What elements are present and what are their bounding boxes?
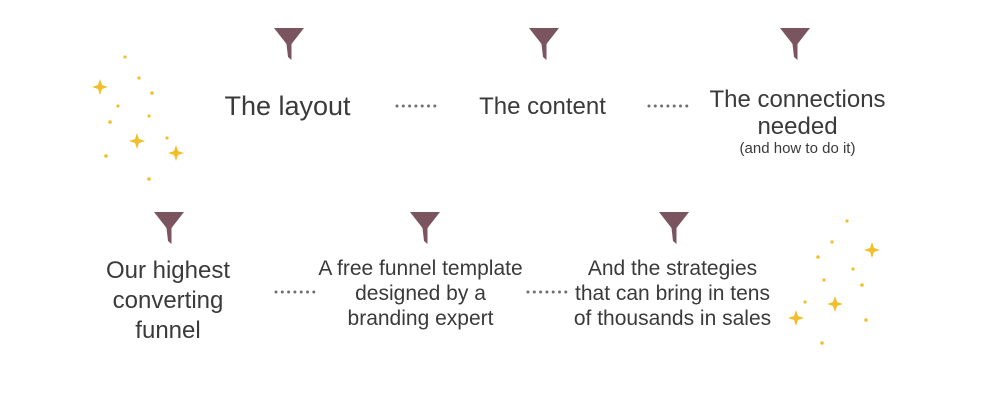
funnel-icon [410, 212, 440, 244]
funnel-icon [780, 28, 810, 60]
sparkle-icon [168, 145, 184, 161]
sparkle-icon [864, 242, 880, 258]
step-label-connections: The connections needed (and how to do it… [680, 86, 915, 158]
sparkle-icon [788, 310, 804, 326]
step-label-layout: The layout [224, 91, 351, 121]
sparkle-icon [92, 79, 108, 95]
funnel-icon [154, 212, 184, 244]
step-label-free-template: A free funnel template designed by a bra… [318, 257, 523, 330]
funnel-icon [274, 28, 304, 60]
dotted-connector [395, 104, 437, 108]
dotted-connector [647, 104, 689, 108]
sparkle-icon [827, 296, 843, 312]
step-label-highest-converting: Our highest converting funnel [105, 257, 231, 344]
dotted-connector [526, 290, 568, 294]
sparkle-icon [129, 133, 145, 149]
funnel-icon [659, 212, 689, 244]
funnel-icon [529, 28, 559, 60]
step-label-strategies: And the strategies that can bring in ten… [573, 257, 772, 330]
dotted-connector [274, 290, 316, 294]
step-label-content: The content [479, 93, 606, 120]
sparkle-cluster-right [788, 219, 880, 345]
step-subtitle-connections: (and how to do it) [739, 140, 856, 157]
step-title-connections: The connections needed [709, 86, 886, 140]
sparkle-cluster-left [92, 55, 184, 181]
